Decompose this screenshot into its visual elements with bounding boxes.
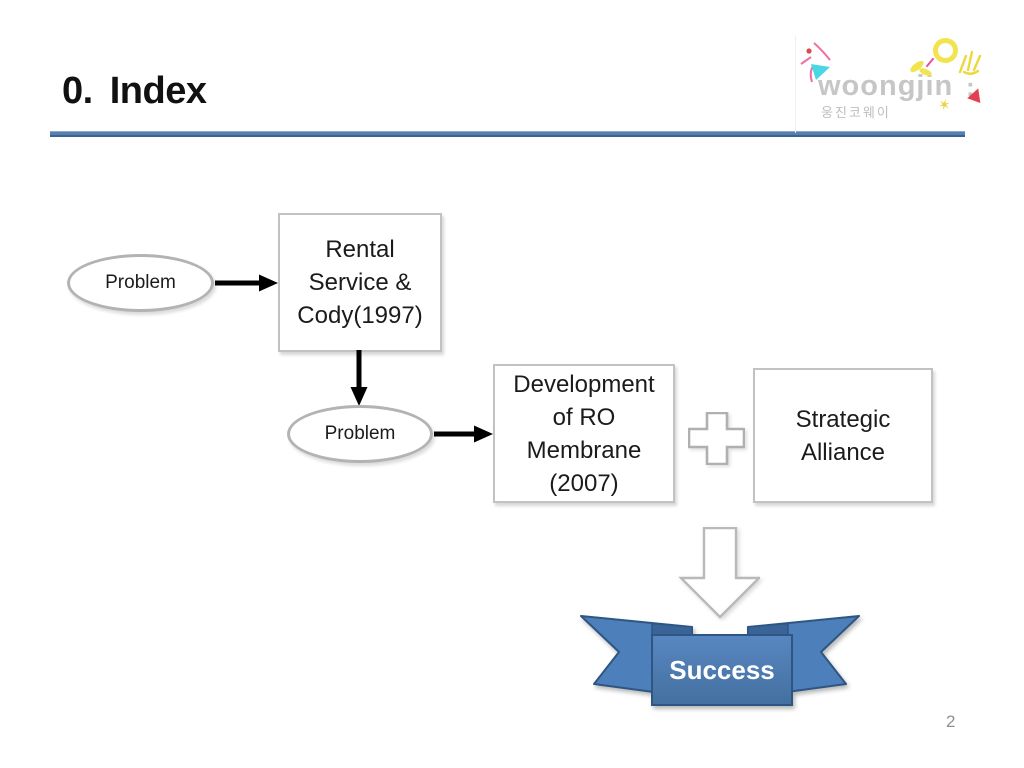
woongjin-logo: woongjin : 웅진코웨이 ✶ bbox=[795, 35, 1011, 133]
title-divider bbox=[50, 131, 965, 137]
success-ribbon: Success bbox=[578, 614, 862, 708]
pink-spark-icon bbox=[925, 57, 935, 68]
ribbon-shape bbox=[580, 615, 860, 706]
ribbon-label: Success bbox=[669, 654, 775, 685]
box-label: Strategic Alliance bbox=[795, 405, 891, 466]
problem-oval-1: Problem bbox=[67, 254, 214, 312]
problem-oval-2: Problem bbox=[287, 405, 433, 463]
box-label: Development of RO Membrane (2007) bbox=[513, 370, 655, 497]
down-block-arrow-icon bbox=[678, 527, 760, 619]
page-number: 2 bbox=[946, 712, 956, 731]
logo-colon: : bbox=[966, 72, 975, 102]
box-label: Rental Service & Cody(1997) bbox=[297, 236, 423, 329]
membrane-box: Development of RO Membrane (2007) bbox=[493, 364, 675, 503]
oval-label: Problem bbox=[105, 272, 176, 293]
sparkle-icon: ✶ bbox=[936, 95, 953, 116]
hand-sparkle-icon bbox=[958, 50, 982, 75]
page-title: 0. Index bbox=[62, 70, 207, 112]
plus-connector-icon bbox=[688, 412, 745, 465]
strategic-alliance-box: Strategic Alliance bbox=[753, 368, 933, 503]
rental-service-box: Rental Service & Cody(1997) bbox=[278, 213, 442, 352]
oval-label: Problem bbox=[324, 423, 396, 444]
flow-arrow-right-icon bbox=[215, 274, 278, 292]
flow-arrow-down-icon bbox=[350, 350, 368, 406]
logo-brand-text: woongjin bbox=[818, 70, 954, 102]
logo-korean-text: 웅진코웨이 bbox=[821, 105, 891, 120]
logo-figure-icon bbox=[800, 42, 831, 83]
flow-arrow-right-icon bbox=[434, 425, 493, 443]
